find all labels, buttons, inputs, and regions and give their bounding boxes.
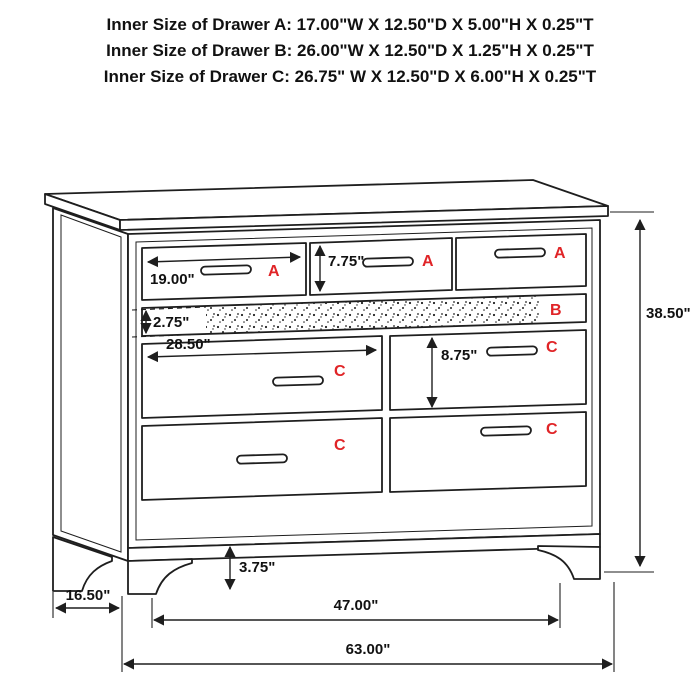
front-inner-frame [135, 227, 593, 541]
dim-label-overall-width: 63.00" [346, 641, 391, 658]
dim-label-drawer-b-height: 2.75" [153, 314, 189, 331]
handle-c-left-lower [236, 453, 288, 465]
spec-line-drawer-b: Inner Size of Drawer B: 26.00"W X 12.50"… [106, 41, 594, 60]
spec-header: Inner Size of Drawer A: 17.00"W X 12.50"… [0, 12, 700, 90]
side-panel [52, 207, 129, 562]
dim-label-leg-span: 47.00" [334, 597, 379, 614]
letter-c-right-lower: C [546, 421, 558, 438]
spec-line-drawer-a: Inner Size of Drawer A: 17.00"W X 12.50"… [106, 15, 594, 34]
handle-c-left-upper [272, 375, 324, 387]
handle-a3 [494, 247, 546, 259]
letter-c-left-upper: C [334, 363, 346, 380]
dim-label-drawer-a-width: 19.00" [150, 271, 195, 288]
handle-a2 [362, 256, 414, 268]
handle-c-right-upper [486, 345, 538, 357]
dim-label-drawer-c-width: 28.50" [166, 336, 211, 353]
letter-c-right-upper: C [546, 339, 558, 356]
side-panel-inner-frame [60, 214, 122, 553]
drawer-b-glitter-texture [206, 296, 540, 334]
dim-label-drawer-a-height: 7.75" [328, 253, 364, 270]
letter-a1: A [268, 263, 280, 280]
letter-c-left-lower: C [334, 437, 346, 454]
letter-a3: A [554, 245, 566, 262]
drawers [141, 233, 587, 501]
top-edge-front [119, 205, 609, 231]
drawer-a3 [455, 233, 587, 291]
handle-a1 [200, 264, 252, 276]
foot-front-right [537, 545, 601, 580]
foot-front-left [127, 558, 193, 595]
dimension-annotations: 19.00" 7.75" 2.75" 28.50" 8.75" 38.50" 3… [52, 211, 691, 672]
handle-c-right-lower [480, 425, 532, 437]
dim-line-drawer-a-width [146, 251, 302, 268]
dim-ext-drawer-b-bottom [131, 333, 207, 338]
spec-line-drawer-c: Inner Size of Drawer C: 26.75" W X 12.50… [103, 67, 597, 86]
foot-back-left [52, 536, 113, 592]
letter-a2: A [422, 253, 434, 270]
letter-b: B [550, 302, 562, 319]
dim-label-drawer-c-height: 8.75" [441, 347, 477, 364]
dim-label-leg-height: 3.75" [239, 559, 275, 576]
dim-ext-drawer-b-top [131, 306, 207, 311]
dim-label-overall-height: 38.50" [646, 305, 691, 322]
dim-line-drawer-c-width [146, 344, 378, 363]
drawer-c-right-lower [389, 411, 587, 493]
dim-label-depth: 16.50" [66, 587, 111, 604]
